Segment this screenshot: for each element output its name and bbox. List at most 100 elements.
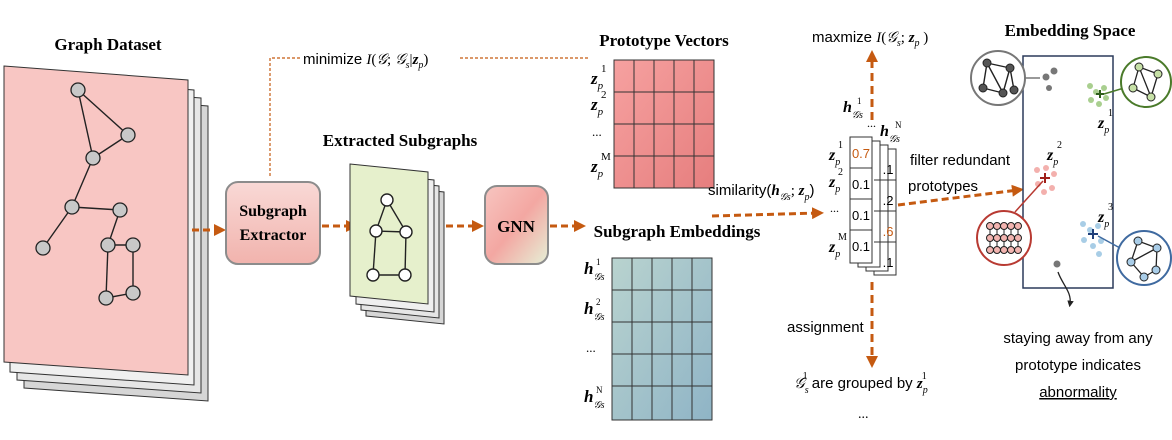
blue-graph-icon [1097, 230, 1172, 286]
prototype-labels: zp 1 zp 2 ... zp M [590, 63, 611, 180]
proto-z3-label: zp [1097, 209, 1109, 230]
abnormal-arrow [1057, 271, 1074, 308]
graph-dataset-stack [3, 65, 209, 402]
matrix-col-header-N: h𝒢s [880, 123, 900, 145]
extracted-subgraphs-stack [349, 163, 445, 325]
minimize-I: I [365, 52, 372, 68]
emb-label-N: h𝒢s [584, 387, 605, 411]
blue-cluster-points [1080, 221, 1104, 257]
proto-label-2-sup: 2 [601, 89, 607, 101]
maximize-prefix: maxmize [812, 29, 876, 46]
matrix-front-value-1: 0.7 [852, 146, 870, 161]
abnormal-line3: abnormality [1039, 384, 1117, 401]
grey-graph-icon [970, 50, 1040, 106]
matrix-front-value-2: 0.1 [852, 177, 870, 192]
proto-label-1-sup: 1 [601, 63, 607, 75]
filter-line1: filter redundant [910, 152, 1011, 169]
maximize-semi: ; [901, 30, 909, 46]
proto-label-M: zp [590, 157, 604, 180]
minimize-prefix: minimize [303, 51, 366, 68]
proto-z1-label: zp [1097, 115, 1109, 136]
grouped-G-sup: 1 [803, 371, 808, 382]
red-graph-icon [976, 180, 1044, 266]
minimize-semi: ; [387, 52, 395, 68]
matrix-stack [849, 136, 897, 276]
abnormal-point [1053, 260, 1061, 268]
arrow-to-matrix [711, 207, 824, 220]
matrix-row-label-1-sup: 1 [838, 140, 843, 151]
minimize-Gs: 𝒢 [395, 52, 408, 68]
embedding-labels: h𝒢s 1 h𝒢s 2 ... h𝒢s N [584, 257, 605, 411]
similarity-h-sub: 𝒢s [780, 192, 791, 203]
emb-label-N-sup: N [596, 385, 603, 395]
similarity-prefix: similarity( [708, 182, 771, 199]
proto-label-1: zp [590, 69, 604, 92]
proto-z1-sup: 1 [1108, 108, 1113, 119]
proto-label-M-sup: M [601, 151, 611, 163]
grey-cluster-points [1042, 67, 1058, 91]
minimize-close: ) [423, 52, 428, 68]
matrix-col-header-N-sup: N [895, 120, 902, 130]
extracted-subgraphs-title: Extracted Subgraphs [323, 131, 478, 150]
grouped-label: 𝒢s1 are grouped by zp1 [794, 371, 928, 396]
maximize-z: z [908, 30, 915, 46]
proto-label-2: zp [590, 95, 604, 118]
matrix-col-header-1: h𝒢s [843, 99, 863, 121]
arrow-to-embedding-space [897, 184, 1024, 207]
matrix-col-header-1-sup: 1 [857, 96, 862, 106]
matrix-header: h𝒢s 1 ... h𝒢s N [843, 96, 902, 145]
matrix-row-label-M-sup: M [838, 232, 847, 243]
minimize-bar: | [410, 52, 413, 68]
grouped-text: are grouped by [808, 375, 917, 392]
proto-z2-sup: 2 [1057, 140, 1062, 151]
matrix-front-value-4: 0.1 [852, 239, 870, 254]
similarity-semi: ; [791, 183, 799, 199]
emb-label-1: h𝒢s [584, 259, 605, 283]
minimize-z: z [412, 52, 419, 68]
blue-prototype-marker [1088, 229, 1098, 239]
extractor-line2: Extractor [240, 227, 307, 244]
similarity-z: z [798, 183, 805, 199]
minimize-G: 𝒢 [376, 52, 389, 68]
matrix-row-label-1: zp [828, 147, 840, 168]
green-prototype-marker [1096, 90, 1104, 98]
grouped-z-sup: 1 [922, 371, 927, 382]
maximize-close: ) [920, 30, 929, 46]
matrix-row-label-M: zp [828, 239, 840, 260]
minimize-z-sub: p [417, 60, 423, 71]
similarity-z-sub: p [803, 192, 809, 203]
minimize-dotted-link [269, 57, 590, 176]
matrix-col-header-dots: ... [867, 116, 876, 130]
embedding-grid [611, 257, 713, 421]
graph-dataset-title: Graph Dataset [54, 35, 162, 54]
matrix-back-value-3: .6 [883, 224, 894, 239]
gnn-button[interactable]: GNN [484, 185, 549, 265]
proto-z2-label: zp [1046, 147, 1058, 168]
emb-label-1-sup: 1 [596, 257, 601, 267]
prototype-vectors-title: Prototype Vectors [599, 31, 729, 50]
subgraph-extractor-button[interactable]: Subgraph Extractor [225, 181, 321, 265]
abnormal-line1: staying away from any [1003, 330, 1153, 347]
emb-label-2: h𝒢s [584, 299, 605, 323]
matrix-row-labels: zp 1 zp 2 ... zp M [828, 140, 847, 260]
maximize-G-sub: s [897, 38, 901, 49]
maximize-open: ( [881, 30, 886, 46]
maximize-G: 𝒢 [886, 30, 899, 46]
gnn-label: GNN [497, 217, 536, 236]
assignment-label: assignment [787, 319, 865, 336]
minimize-Gs-sub: s [406, 60, 410, 71]
green-graph-icon [1103, 56, 1172, 108]
red-cluster-points [1034, 165, 1057, 195]
matrix-back-values: .1 .2 .6 .1 [883, 162, 894, 270]
grouped-z: z [916, 376, 923, 392]
proto-z3-sup: 3 [1108, 202, 1113, 213]
minimize-open: ( [371, 52, 376, 68]
similarity-close: ) [809, 182, 814, 199]
maximize-label: maxmize I(𝒢s; zp ) [812, 29, 928, 49]
matrix-front-value-3: 0.1 [852, 208, 870, 223]
subgraph-embeddings-title: Subgraph Embeddings [594, 222, 761, 241]
proto-label-dots: ... [592, 124, 602, 139]
matrix-back-value-2: .2 [883, 193, 894, 208]
filter-line2: prototypes [908, 178, 978, 195]
